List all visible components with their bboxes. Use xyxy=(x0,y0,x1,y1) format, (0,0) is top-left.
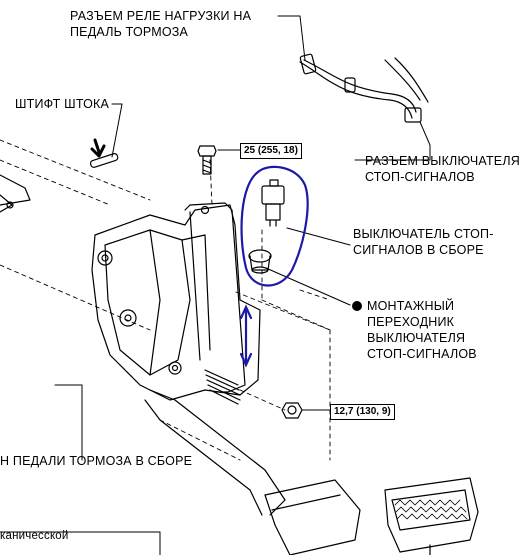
label-relay-connector: РАЗЪЕМ РЕЛЕ НАГРУЗКИ НА ПЕДАЛЬ ТОРМОЗА xyxy=(70,9,252,39)
stop-switch xyxy=(261,179,285,227)
torque-box-bolt: 25 (255, 18) xyxy=(240,143,302,159)
label-mounting-adapter: МОНТАЖНЫЙ ПЕРЕХОДНИК ВЫКЛЮЧАТЕЛЯ СТОП-СИ… xyxy=(352,298,477,362)
bolt xyxy=(197,145,217,175)
label-rod-pin: ШТИФТ ШТОКА xyxy=(15,97,110,111)
label-pedal-assembly: Н ПЕДАЛИ ТОРМОЗА В СБОРЕ xyxy=(0,454,193,468)
torque-box-nut: 12,7 (130, 9) xyxy=(330,404,395,420)
mounting-adapter xyxy=(248,249,272,274)
rod-pin xyxy=(89,138,119,168)
nut xyxy=(281,402,303,419)
hand-annotation xyxy=(239,165,309,368)
label-switch-connector: РАЗЪЕМ ВЫКЛЮЧАТЕЛЯ СТОП-СИГНАЛОВ xyxy=(365,154,520,184)
label-mechanical: каничесской xyxy=(0,530,69,542)
label-switch-assembly: ВЫКЛЮЧАТЕЛЬ СТОП- СИГНАЛОВ В СБОРЕ xyxy=(353,227,494,257)
bullet-icon xyxy=(352,301,362,311)
